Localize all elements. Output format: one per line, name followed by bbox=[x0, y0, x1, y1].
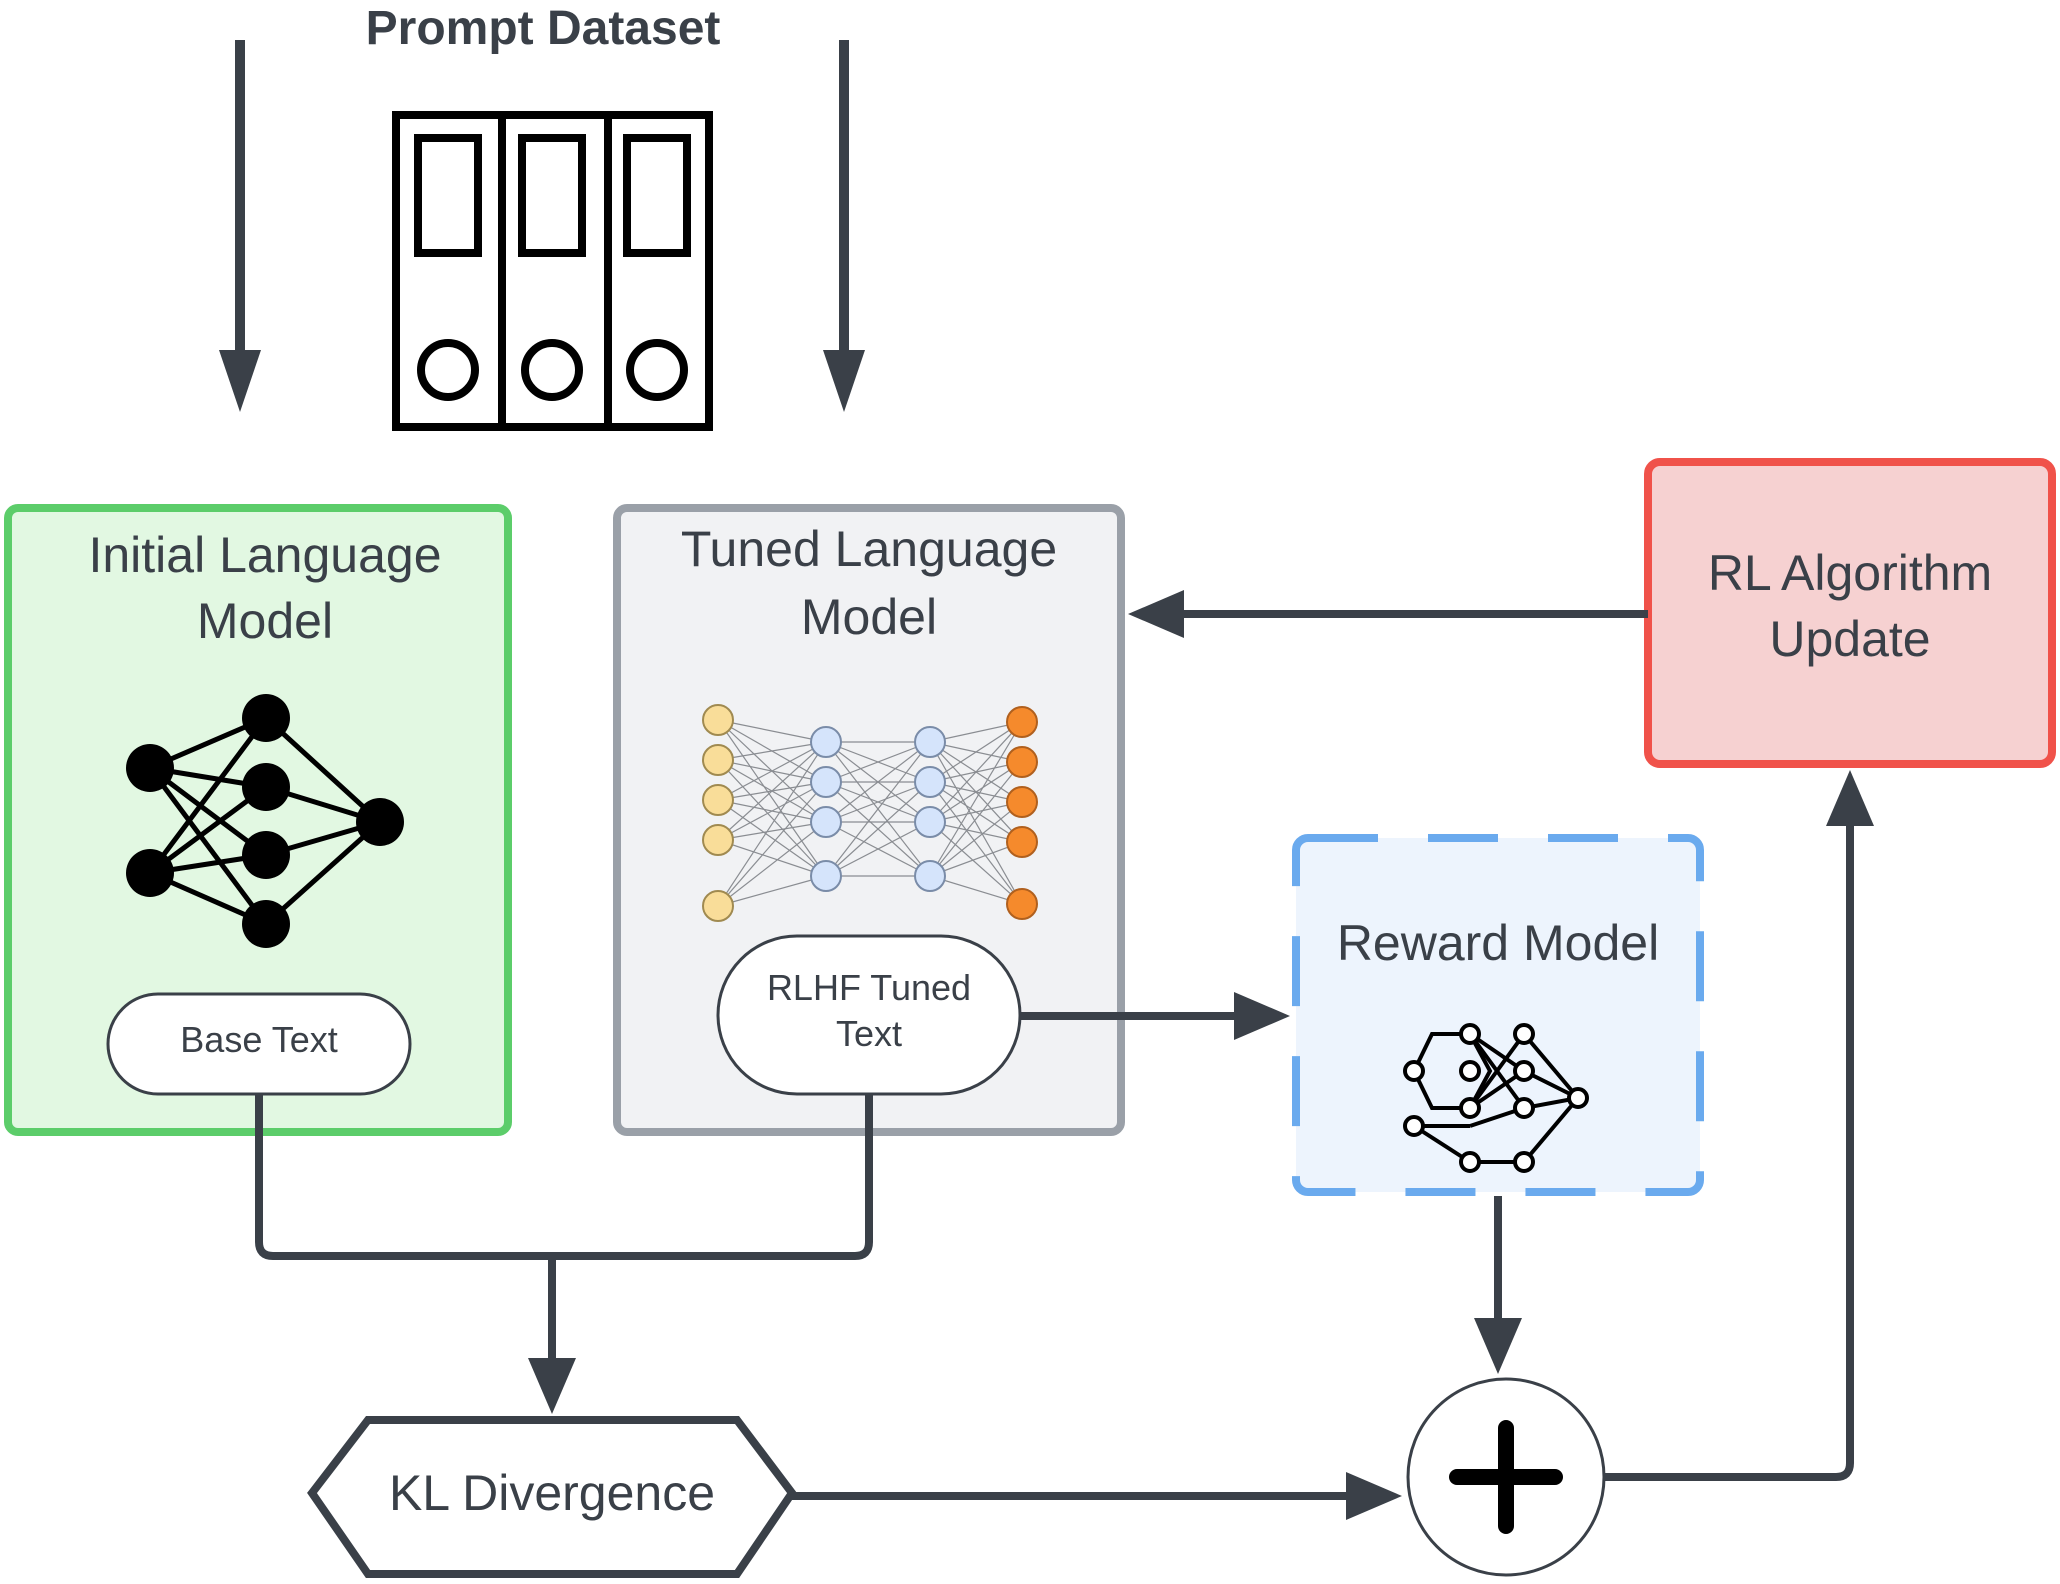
dnn-node bbox=[914, 726, 946, 758]
rl-update-title-line2: Update bbox=[1769, 611, 1930, 667]
dnn-edge bbox=[717, 821, 827, 841]
dnn-edge bbox=[929, 781, 1023, 905]
dnn-edge bbox=[825, 781, 931, 877]
dnn-edge bbox=[929, 721, 1023, 823]
initial-model-box[interactable]: Initial Language Model Base Text bbox=[4, 504, 512, 1136]
dnn-edge bbox=[717, 759, 827, 877]
dnn-edge bbox=[825, 781, 931, 823]
dnn-edge bbox=[717, 741, 827, 907]
initial-model-title-line2: Model bbox=[197, 593, 333, 649]
dnn-edge bbox=[929, 761, 1023, 823]
rl-update-box[interactable]: RL Algorithm Update bbox=[1644, 458, 2056, 768]
dnn-edge bbox=[825, 741, 931, 823]
tuned-model-title-line2: Model bbox=[801, 589, 937, 645]
dnn-edge bbox=[717, 741, 827, 801]
dnn-node bbox=[1006, 786, 1038, 818]
dnn-edge bbox=[717, 781, 827, 841]
dnn-node bbox=[810, 860, 842, 892]
dnn-node bbox=[702, 784, 734, 816]
dnn-edge bbox=[717, 839, 827, 877]
binder-files-icon bbox=[392, 111, 713, 431]
base-text-label: Base Text bbox=[180, 1019, 337, 1060]
initial-model-title-line1: Initial Language bbox=[88, 527, 441, 583]
dnn-node bbox=[702, 824, 734, 856]
dnn-edge bbox=[929, 741, 1023, 905]
dnn-edge bbox=[929, 821, 1023, 905]
connectors bbox=[255, 610, 1854, 1500]
dnn-node bbox=[702, 744, 734, 776]
dnn-edge bbox=[717, 719, 827, 743]
neural-network-icon bbox=[126, 694, 404, 948]
dnn-node bbox=[810, 726, 842, 758]
arrowheads bbox=[528, 590, 1874, 1520]
dnn-edge bbox=[717, 741, 827, 841]
dnn-node bbox=[914, 766, 946, 798]
dnn-node bbox=[1006, 888, 1038, 920]
rlhf-text-line2: Text bbox=[836, 1013, 902, 1054]
dnn-edge bbox=[825, 741, 931, 783]
dnn-edge bbox=[717, 781, 827, 907]
dnn-node bbox=[702, 890, 734, 922]
dnn-edge bbox=[929, 721, 1023, 877]
deep-neural-network-icon bbox=[702, 704, 1038, 922]
dnn-node bbox=[1006, 746, 1038, 778]
network-graph-icon bbox=[1403, 1023, 1589, 1173]
reward-model-box[interactable]: Reward Model bbox=[1292, 834, 1704, 1196]
rl-update-title-line1: RL Algorithm bbox=[1708, 545, 1992, 601]
dnn-edge bbox=[717, 741, 827, 761]
dnn-edge bbox=[825, 741, 931, 877]
dnn-edge bbox=[929, 801, 1023, 877]
kl-divergence-label: KL Divergence bbox=[389, 1465, 715, 1521]
dataset-arrows bbox=[219, 40, 865, 412]
dnn-node bbox=[810, 806, 842, 838]
dnn-node bbox=[1006, 826, 1038, 858]
dnn-edge bbox=[929, 875, 1023, 905]
dnn-node bbox=[914, 860, 946, 892]
dnn-node bbox=[810, 766, 842, 798]
kl-divergence-node[interactable]: KL Divergence bbox=[307, 1416, 797, 1578]
plus-icon bbox=[1449, 1420, 1563, 1534]
rlhf-text-line1: RLHF Tuned bbox=[767, 967, 971, 1008]
dnn-edge bbox=[929, 761, 1023, 877]
tuned-model-title-line1: Tuned Language bbox=[681, 521, 1057, 577]
dnn-edge bbox=[929, 841, 1023, 877]
dnn-edge bbox=[825, 821, 931, 877]
tuned-model-box[interactable]: Tuned Language Model RLHF Tuned Text bbox=[613, 504, 1125, 1136]
dnn-edge bbox=[717, 821, 827, 907]
dnn-edge bbox=[717, 799, 827, 877]
dnn-edge bbox=[717, 875, 827, 907]
dnn-node bbox=[702, 704, 734, 736]
dnn-node bbox=[914, 806, 946, 838]
dataset-title: Prompt Dataset bbox=[366, 2, 721, 55]
dnn-edge bbox=[929, 721, 1023, 783]
reward-model-title: Reward Model bbox=[1337, 915, 1659, 971]
sum-node[interactable] bbox=[1406, 1377, 1606, 1577]
dnn-edge bbox=[717, 719, 827, 877]
dnn-node bbox=[1006, 706, 1038, 738]
